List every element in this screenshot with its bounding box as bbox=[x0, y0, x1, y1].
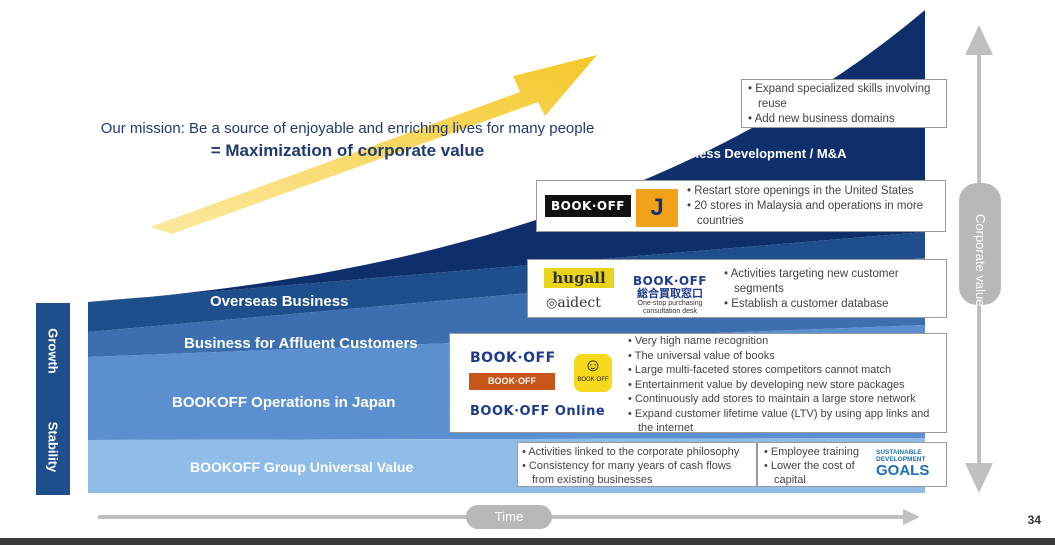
mission-line-1: Our mission: Be a source of enjoyable an… bbox=[100, 120, 595, 137]
footer-bar bbox=[0, 538, 1055, 545]
affluent-box: hugall ◎aidect BOOK·OFF 総合買取窓口 One-stop … bbox=[527, 259, 947, 318]
hugall-logo: hugall bbox=[544, 268, 614, 288]
bookoff-online-logo: BOOK·OFF Online bbox=[470, 404, 606, 419]
bookoff-logo-overseas: BOOK·OFF bbox=[545, 195, 631, 217]
bookoff-app-icon: ☺ BOOK·OFF bbox=[574, 354, 612, 392]
growth-arrow bbox=[150, 55, 597, 234]
face-icon: ☺ bbox=[583, 355, 603, 375]
stability-side-label: Stability bbox=[36, 398, 70, 495]
value-axis-arrowhead-down bbox=[965, 463, 993, 493]
time-axis-label: Time bbox=[466, 505, 552, 529]
label-universal: BOOKOFF Group Universal Value bbox=[190, 459, 414, 475]
sdgs-logo: SUSTAINABLE DEVELOPMENT GOALS bbox=[876, 449, 930, 479]
growth-side-label: Growth bbox=[36, 303, 70, 398]
layer-overseas-band bbox=[88, 232, 925, 332]
aidect-logo: ◎aidect bbox=[546, 295, 601, 311]
label-overseas: Overseas Business bbox=[210, 293, 349, 310]
value-axis-label: Corporate value bbox=[959, 183, 1001, 307]
bookoff-logo-japan: BOOK·OFF bbox=[470, 350, 556, 366]
mission-line-2: = Maximization of corporate value bbox=[210, 141, 485, 160]
bookoff-sogo-logo: BOOK·OFF 総合買取窓口 One-stop purchasing cons… bbox=[632, 274, 707, 315]
label-japan: BOOKOFF Operations in Japan bbox=[172, 394, 396, 411]
business-dev-box: Expand specialized skills involving reus… bbox=[741, 79, 947, 128]
universal-box-left: Activities linked to the corporate philo… bbox=[517, 442, 757, 487]
time-axis-arrowhead bbox=[903, 509, 920, 525]
overseas-box: BOOK·OFF J Restart store openings in the… bbox=[536, 180, 946, 232]
page-number: 34 bbox=[1027, 513, 1041, 527]
j-logo: J bbox=[636, 189, 678, 227]
bookoff-bazaar-logo: BOOK·OFF BAZAAR bbox=[469, 373, 555, 403]
mission-statement: Our mission: Be a source of enjoyable an… bbox=[50, 118, 645, 162]
aidect-icon: ◎ bbox=[546, 296, 558, 311]
value-axis-arrowhead-up bbox=[965, 25, 993, 55]
label-affluent: Business for Affluent Customers bbox=[184, 335, 418, 352]
universal-box-right: Employee training Lower the cost of capi… bbox=[757, 442, 947, 487]
japan-box: BOOK·OFF BOOK·OFF BAZAAR ☺ BOOK·OFF BOOK… bbox=[449, 333, 947, 434]
label-business-dev: Business Development / M&A bbox=[663, 146, 847, 161]
